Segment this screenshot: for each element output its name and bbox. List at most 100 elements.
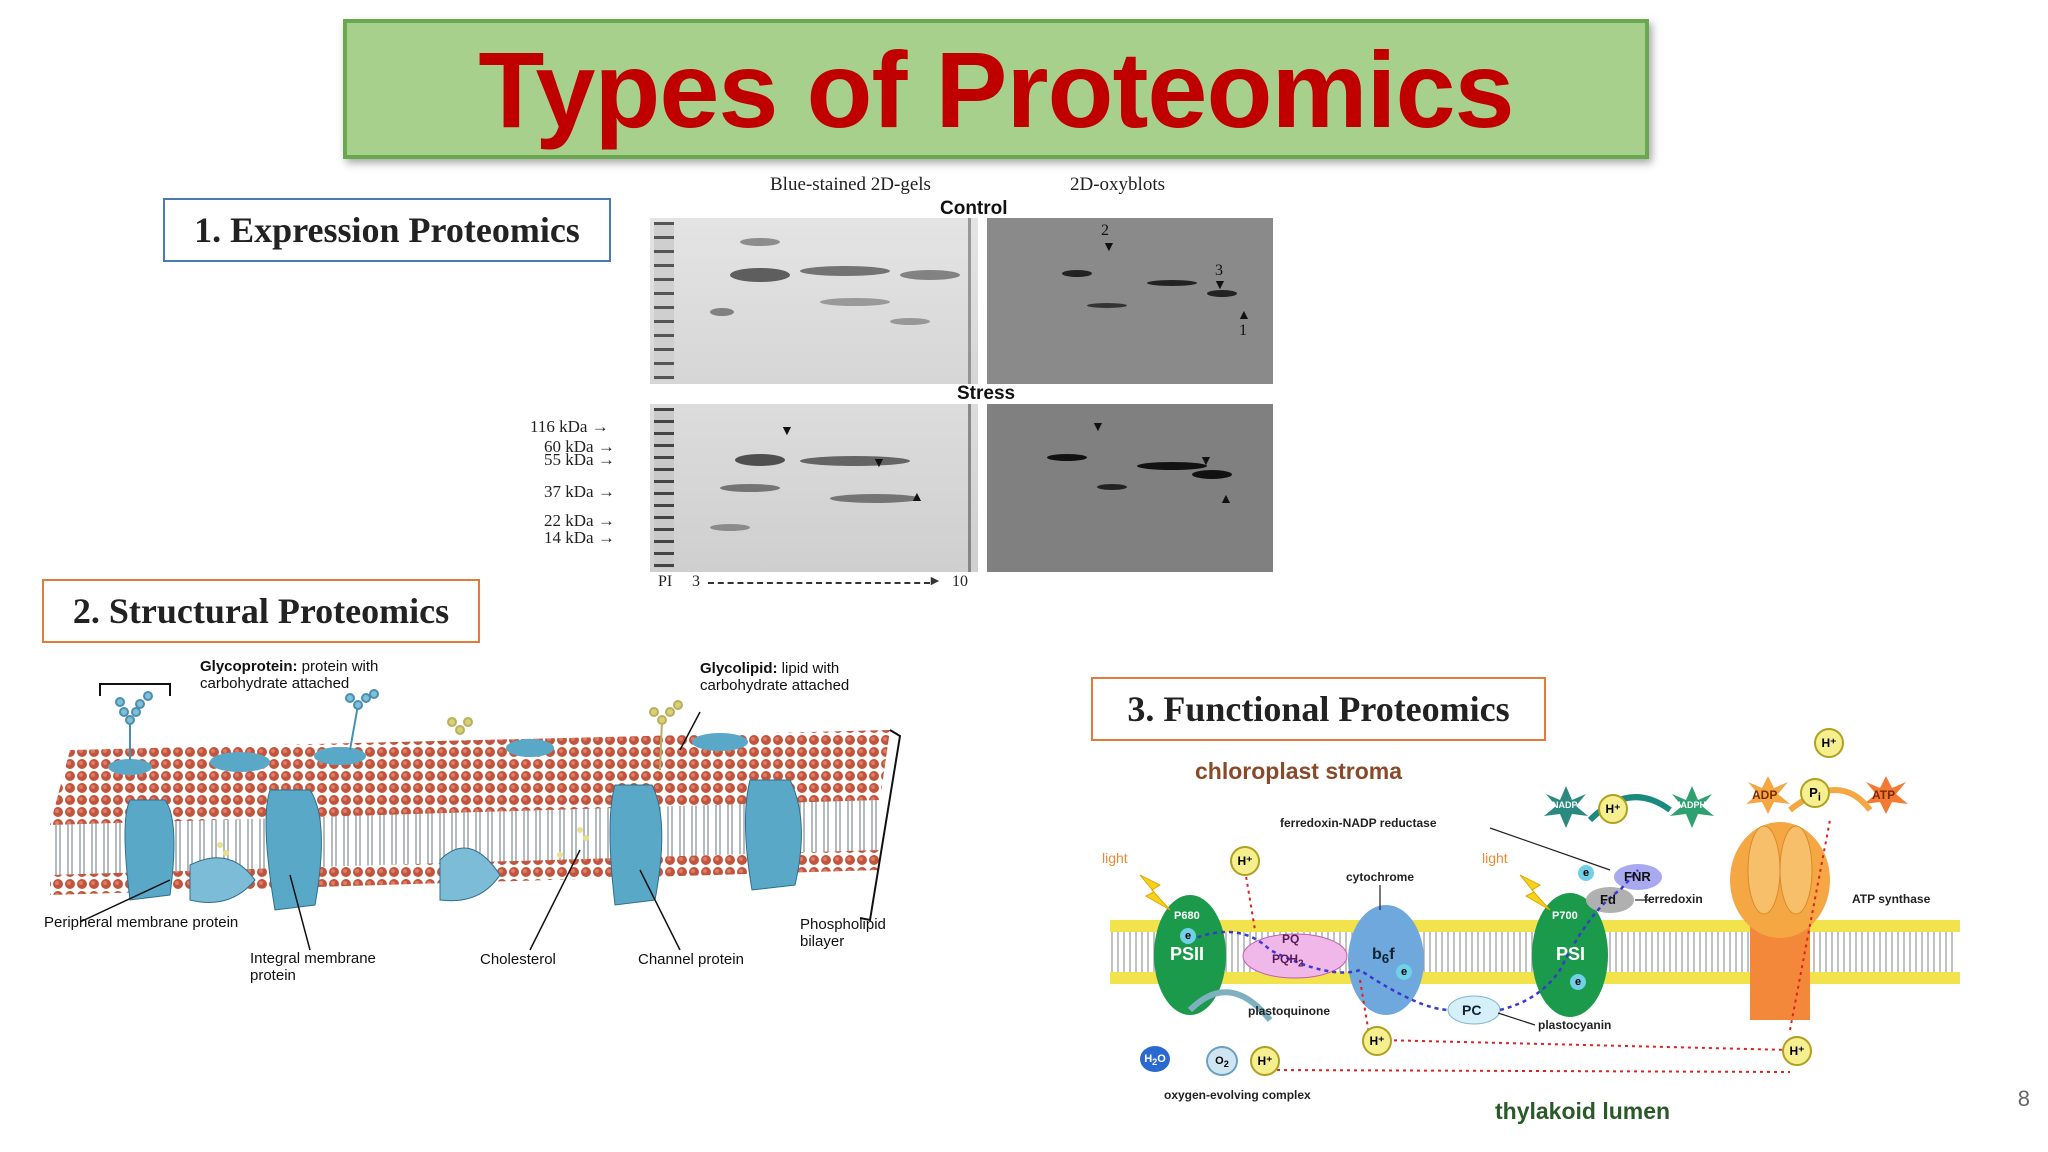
gel-header-right: 2D-oxyblots xyxy=(1070,174,1165,195)
blot-spot xyxy=(1087,303,1127,308)
title-banner: Types of Proteomics xyxy=(343,19,1649,159)
gel-spot xyxy=(730,268,790,282)
glycolipid-label: Glycolipid: lipid with carbohydrate atta… xyxy=(700,660,850,694)
pi-axis-label: PI xyxy=(658,573,673,590)
mw-label: 22 kDa → xyxy=(544,511,615,530)
thylakoid-illustration xyxy=(1110,776,1960,1073)
nadph-label: NADPH xyxy=(1674,800,1707,810)
p700-label: P700 xyxy=(1552,910,1578,922)
b6f-label: b6f xyxy=(1372,946,1395,967)
gel-spot xyxy=(820,298,890,306)
fd-label: Fd xyxy=(1600,892,1616,907)
arrow-up-icon: ▲ xyxy=(1237,306,1251,322)
arrow-down-icon: ▼ xyxy=(1199,452,1213,468)
gel-stress-label: Stress xyxy=(957,383,1016,404)
gel-spot xyxy=(800,266,890,276)
light-label: light xyxy=(1482,850,1508,866)
oec-label: oxygen-evolving complex xyxy=(1164,1088,1311,1102)
gel-streak xyxy=(968,404,971,572)
o2-badge: O2 xyxy=(1206,1046,1238,1076)
mw-label: 116 kDa → xyxy=(530,417,609,436)
gel-header-left: Blue-stained 2D-gels xyxy=(770,174,931,195)
ferredoxin-label: ferredoxin xyxy=(1644,892,1703,906)
pi-axis-end: 10 xyxy=(952,573,968,590)
gel-spot xyxy=(710,308,734,316)
blot-spot xyxy=(1047,454,1087,461)
gel-spot xyxy=(900,270,960,280)
page-number: 8 xyxy=(2017,1086,2030,1111)
stress-blot-image: ▼ ▼ ▲ xyxy=(987,404,1273,572)
pqh2-label: PQH2 xyxy=(1272,952,1304,970)
hplus-badge: H⁺ xyxy=(1250,1046,1280,1076)
nadp-label: NADP xyxy=(1552,800,1578,810)
photosynthesis-figure: chloroplast stroma thylakoid lumen light… xyxy=(1090,720,1970,1140)
arrow-down-icon: ▼ xyxy=(1102,238,1116,254)
glycoprotein-label: Glycoprotein: protein with carbohydrate … xyxy=(200,658,379,692)
blot-spot-number: 3 xyxy=(1215,262,1223,279)
gel-spot xyxy=(800,456,910,466)
electron-badge: e xyxy=(1570,974,1586,990)
blot-spot xyxy=(1097,484,1127,490)
arrow-up-icon: ▲ xyxy=(910,488,924,504)
cytochrome-label: cytochrome xyxy=(1346,870,1415,884)
membrane-figure: Glycoprotein: protein with carbohydrate … xyxy=(40,650,920,1000)
arrow-down-icon: ▼ xyxy=(1213,276,1227,292)
blot-spot xyxy=(1147,280,1197,286)
p680-label: P680 xyxy=(1174,910,1200,922)
pi-axis-arrow xyxy=(708,582,930,584)
electron-badge: e xyxy=(1180,928,1196,944)
mw-label: 55 kDa → xyxy=(544,450,615,469)
plastoquinone-label: plastoquinone xyxy=(1248,1004,1330,1018)
gel-ladder xyxy=(654,222,674,380)
gel-spot xyxy=(740,238,780,246)
section-structural-label: 2. Structural Proteomics xyxy=(42,579,480,643)
arrow-up-icon: ▲ xyxy=(1219,490,1233,506)
arrow-down-icon: ▼ xyxy=(780,422,794,438)
gel-ladder xyxy=(654,408,674,568)
stress-gel-image: ▼ ▼ ▲ xyxy=(650,404,978,572)
pc-label: PC xyxy=(1462,1002,1482,1018)
cholesterol-label: Cholesterol xyxy=(480,951,556,968)
gel-figure: Blue-stained 2D-gels 2D-oxyblots Control… xyxy=(530,170,1290,595)
hplus-badge: H⁺ xyxy=(1598,794,1628,824)
fnr-full-label: ferredoxin-NADP reductase xyxy=(1280,816,1437,830)
arrow-down-icon: ▼ xyxy=(872,454,886,470)
light-label: light xyxy=(1102,850,1128,866)
control-gel-image xyxy=(650,218,978,384)
gel-spot xyxy=(720,484,780,492)
pq-label: PQ xyxy=(1282,932,1300,946)
mw-label: 37 kDa → xyxy=(544,482,615,501)
arrow-down-icon: ▼ xyxy=(1091,418,1105,434)
psii-label: PSII xyxy=(1170,944,1205,964)
control-blot-image: 2 ▼ 3 ▼ ▲ 1 xyxy=(987,218,1273,384)
blot-spot-number: 2 xyxy=(1101,222,1109,239)
gel-spot xyxy=(890,318,930,325)
blot-spot-number: 1 xyxy=(1239,322,1247,339)
plastocyanin-label: plastocyanin xyxy=(1538,1018,1612,1032)
blot-spot xyxy=(1137,462,1207,470)
psi-label: PSI xyxy=(1556,944,1586,964)
pi-axis-start: 3 xyxy=(692,573,700,590)
fnr-label: FNR xyxy=(1624,869,1651,884)
atp-synthase-label: ATP synthase xyxy=(1852,892,1931,906)
arrow-right-icon: ► xyxy=(928,572,942,588)
mw-label: 14 kDa → xyxy=(544,528,615,547)
blot-spot xyxy=(1207,290,1237,297)
hplus-badge: H⁺ xyxy=(1362,1026,1392,1056)
hplus-badge: H⁺ xyxy=(1230,846,1260,876)
section-expression-label: 1. Expression Proteomics xyxy=(163,198,611,262)
hplus-badge: H⁺ xyxy=(1782,1036,1812,1066)
stroma-label: chloroplast stroma xyxy=(1195,758,1403,784)
atp-label: ATP xyxy=(1872,788,1896,802)
gel-streak xyxy=(968,218,971,384)
gel-spot xyxy=(710,524,750,531)
peripheral-protein-label: Peripheral membrane protein xyxy=(44,914,239,931)
gel-spot xyxy=(830,494,920,503)
channel-protein-label: Channel protein xyxy=(638,951,744,968)
bilayer-label: Phospholipid bilayer xyxy=(800,916,886,950)
slide-title: Types of Proteomics xyxy=(478,28,1514,150)
electron-badge: e xyxy=(1396,964,1412,980)
electron-badge: e xyxy=(1578,865,1594,881)
gel-spot xyxy=(735,454,785,466)
mw-label: 60 kDa → xyxy=(544,437,615,456)
